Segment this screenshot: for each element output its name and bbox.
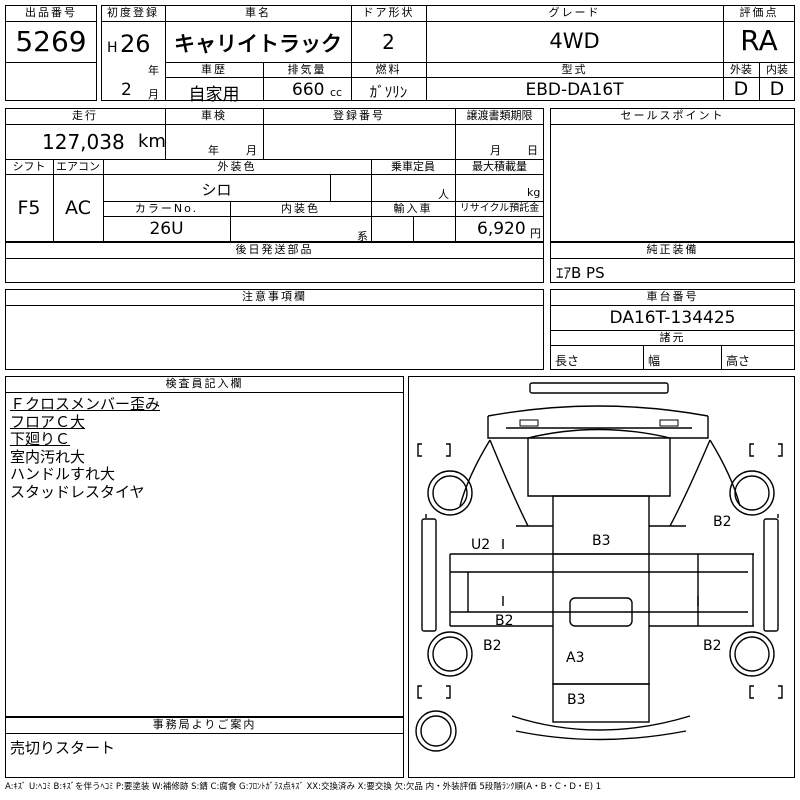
inspector-line: フロアＣ大: [10, 412, 86, 431]
chassis-number: DA16T-134425: [609, 308, 736, 328]
recycle-label: リサイクル預託金: [459, 203, 540, 214]
inspector-line: スタッドレスタイヤ: [10, 482, 145, 501]
fuel: ｶﾞｿﾘﾝ: [369, 83, 408, 101]
inspector-line: 室内汚れ大: [10, 447, 86, 466]
mileage: 127,038: [42, 130, 125, 154]
lot-number: 5269: [15, 25, 87, 58]
inspector-notes: Ｆクロスメンバー歪み フロアＣ大 下廻りＣ 室内汚れ大 ハンドルすれ大 スタッド…: [10, 395, 161, 501]
sales-point-label: セールスポイント: [620, 109, 725, 122]
capacity-unit: 人: [438, 188, 449, 201]
shift: F5: [17, 197, 41, 219]
month-unit: 月: [148, 88, 159, 101]
insp-year-unit: 年: [208, 144, 219, 157]
damage-mark: B2: [483, 638, 502, 654]
car-name-label: 車名: [245, 6, 271, 19]
color: シロ: [201, 181, 232, 199]
chassis-box: [550, 289, 795, 370]
ac-label: エアコン: [56, 160, 100, 173]
door-label: ドア形状: [362, 6, 415, 19]
doors: 2: [382, 30, 395, 54]
insp-month-unit: 月: [246, 144, 257, 157]
recycle-unit: 円: [530, 227, 541, 240]
office-label: 事務局よりご案内: [152, 718, 257, 731]
height-label: 高さ: [726, 354, 751, 368]
caution-box: [5, 289, 544, 370]
interior-color-unit: 系: [357, 230, 368, 243]
header-grid: [101, 5, 795, 101]
score-label: 評価点: [739, 6, 779, 19]
length-label: 長さ: [555, 354, 580, 368]
vehicle-info-grid: [5, 108, 544, 242]
vehicle-damage-diagram: [415, 382, 783, 752]
inspector-box: [5, 376, 404, 717]
load-unit: kg: [527, 186, 541, 199]
color-no: 26U: [149, 219, 184, 239]
exterior-label: 外装: [730, 63, 752, 76]
grade: 4WD: [549, 29, 600, 53]
width-label: 幅: [648, 354, 661, 368]
model-code: EBD-DA16T: [525, 80, 624, 100]
office-message: 売切りスタート: [10, 739, 116, 757]
load-label: 最大積載量: [472, 160, 527, 173]
mileage-unit: km: [138, 131, 166, 152]
inspector-line: Ｆクロスメンバー歪み: [10, 395, 161, 413]
lot-box: [5, 5, 97, 101]
mileage-label: 走行: [72, 109, 98, 122]
interior-grade: D: [769, 78, 785, 100]
displacement-unit: cc: [330, 86, 343, 99]
history-label: 車歴: [201, 63, 227, 76]
reg-month: 2: [121, 80, 132, 100]
year-unit: 年: [148, 64, 159, 77]
exterior-grade: D: [733, 78, 749, 100]
inspector-line: ハンドルすれ大: [10, 465, 116, 483]
inspector-line: 下廻りＣ: [10, 430, 71, 448]
reg-year: 26: [120, 30, 151, 58]
interior-color-label: 内装色: [281, 202, 320, 215]
damage-mark: B2: [495, 613, 514, 629]
caution-label: 注意事項欄: [242, 290, 307, 303]
transfer-month-unit: 月: [490, 144, 501, 157]
inspection-label: 車検: [201, 109, 227, 122]
fuel-label: 燃料: [375, 63, 402, 76]
dims-label: 諸元: [659, 331, 686, 344]
damage-mark: B2: [703, 638, 722, 654]
legend: A:ｷｽﾞ U:ﾍｺﾐ B:ｷｽﾞを伴うﾍｺﾐ P:要塗装 W:補修跡 S:錆 …: [5, 782, 602, 792]
grade-label: グレード: [548, 6, 601, 19]
model-label: 型式: [561, 63, 588, 76]
era: H: [107, 40, 118, 56]
ac: AC: [65, 197, 91, 219]
import-label: 輸入車: [393, 202, 433, 215]
later-parts-label: 後日発送部品: [235, 243, 314, 256]
diagram-box: [408, 376, 795, 778]
displacement-label: 排気量: [287, 63, 327, 76]
score: RA: [740, 24, 778, 57]
recycle-fee: 6,920: [477, 219, 526, 239]
color-label: 外装色: [217, 160, 257, 173]
damage-mark: B2: [713, 514, 732, 530]
transfer-day-unit: 日: [527, 144, 538, 157]
later-parts-box: [5, 242, 544, 283]
lot-label: 出品番号: [25, 6, 77, 19]
reg-number-label: 登録番号: [333, 109, 385, 122]
genuine-box: [550, 242, 795, 283]
color-no-label: カラーNo.: [134, 202, 199, 215]
inspector-label: 検査員記入欄: [165, 377, 244, 390]
damage-mark: B3: [567, 692, 586, 708]
shift-label: シフト: [12, 160, 46, 173]
displacement: 660: [292, 80, 325, 100]
capacity-label: 乗車定員: [391, 160, 435, 173]
office-box: [5, 717, 404, 778]
transfer-label: 譲渡書類期限: [466, 109, 533, 122]
damage-mark: U2: [471, 537, 491, 553]
chassis-label: 車台番号: [646, 290, 699, 303]
interior-label: 内装: [766, 63, 788, 76]
genuine-items: ｴｱB PS: [556, 264, 605, 282]
sales-point-box: [550, 108, 795, 242]
first-reg-label: 初度登録: [107, 6, 159, 19]
genuine-label: 純正装備: [646, 243, 699, 256]
car-name: キャリイトラック: [174, 32, 342, 56]
history: 自家用: [188, 85, 240, 105]
damage-mark: B3: [592, 533, 611, 549]
damage-mark: A3: [566, 650, 585, 666]
